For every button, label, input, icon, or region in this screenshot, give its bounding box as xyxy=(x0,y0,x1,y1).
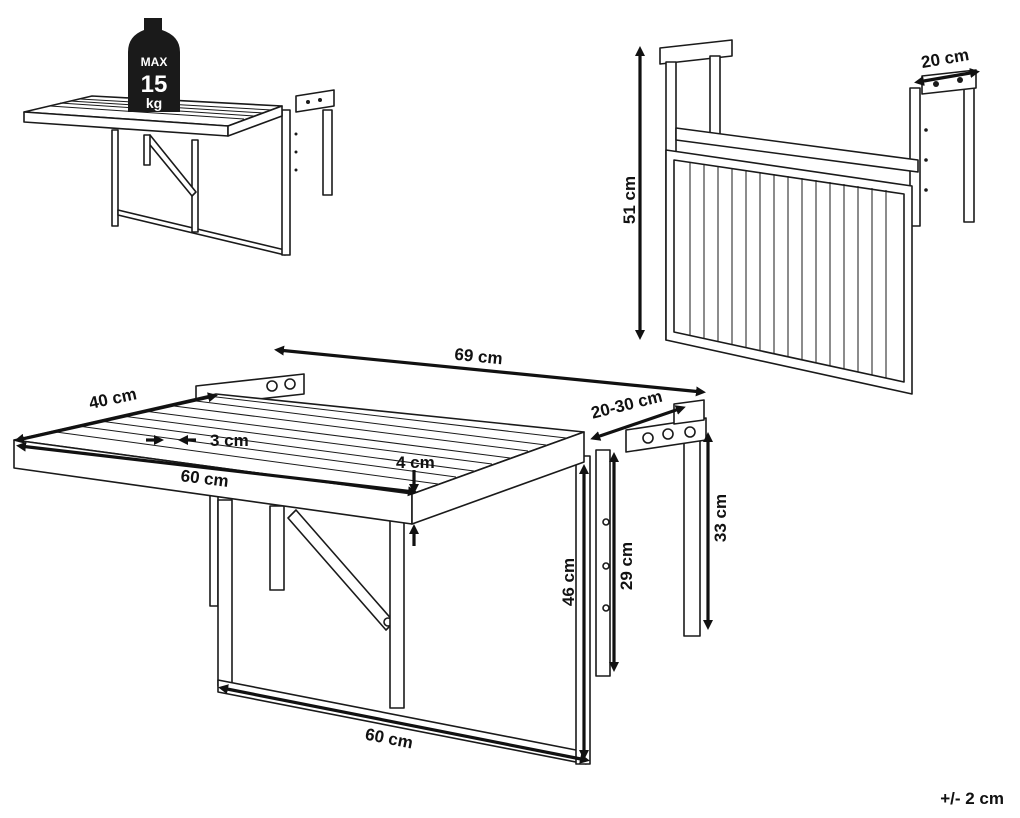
dim-bracket-height: 33 cm xyxy=(703,432,730,630)
svg-text:69 cm: 69 cm xyxy=(454,345,504,369)
dim-inner-height: 29 cm xyxy=(609,452,636,672)
dim-total-width: 69 cm xyxy=(274,345,706,397)
svg-text:33 cm: 33 cm xyxy=(711,494,730,542)
svg-text:3 cm: 3 cm xyxy=(210,431,249,450)
max-weight-badge: MAX 15 kg xyxy=(128,18,180,112)
dim-top-thickness: 4 cm xyxy=(396,453,435,546)
main-table-illustration xyxy=(13,373,707,765)
weight-max-label: MAX xyxy=(141,55,168,69)
small-table-illustration xyxy=(23,89,335,256)
folded-table-illustration xyxy=(659,39,977,395)
svg-text:4 cm: 4 cm xyxy=(396,453,435,472)
svg-text:20 cm: 20 cm xyxy=(920,45,971,72)
svg-text:40 cm: 40 cm xyxy=(87,384,138,413)
weight-value: 15 xyxy=(141,71,168,98)
weight-unit: kg xyxy=(146,95,162,111)
svg-text:46 cm: 46 cm xyxy=(559,558,578,606)
tolerance-note: +/- 2 cm xyxy=(940,789,1004,808)
svg-text:29 cm: 29 cm xyxy=(617,542,636,590)
svg-text:51 cm: 51 cm xyxy=(620,176,639,224)
dim-folded-height: 51 cm xyxy=(620,46,645,340)
